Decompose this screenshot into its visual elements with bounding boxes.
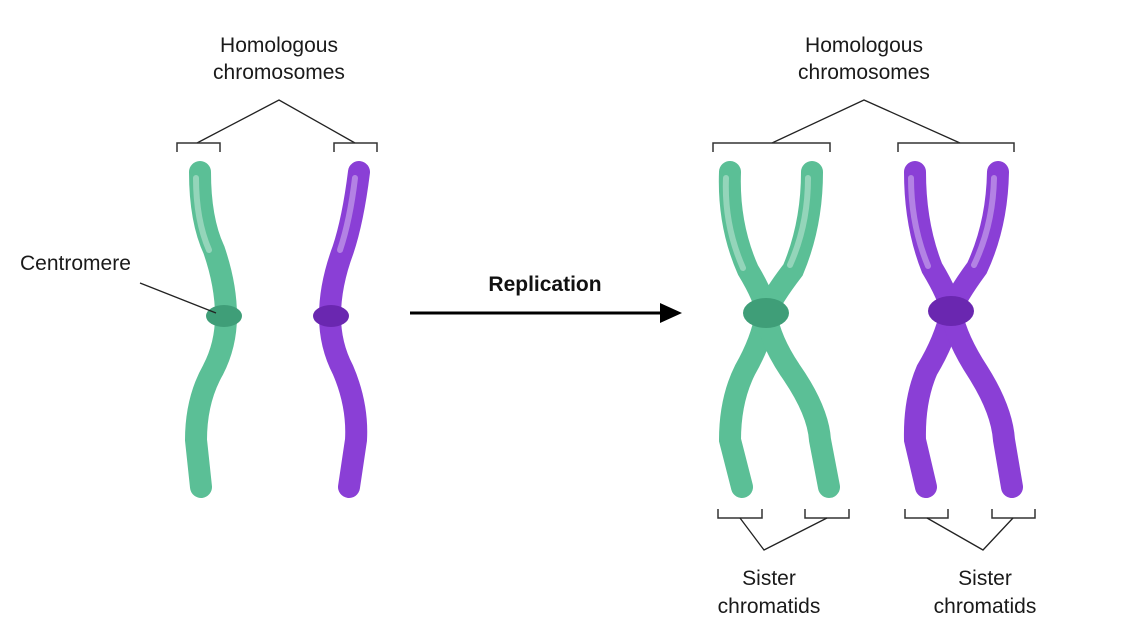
replication-arrow [410,303,682,323]
left-homologous-leader [176,99,378,152]
replicated-green-centromere [743,298,789,328]
purple-chromosome [313,161,370,498]
replicated-green-chromosome [718,161,840,498]
green-centromere [206,305,242,327]
right-homologous-label-line2: chromosomes [798,61,930,84]
centromere-label: Centromere [20,252,131,275]
replicated-purple-centromere [928,296,974,326]
purple-centromere [313,305,349,327]
right-homologous-leader [712,99,1015,152]
right-homologous-label-line1: Homologous [805,34,923,57]
sister-chromatids-left-bracket [717,509,850,551]
replicated-purple-chromosome [903,161,1023,498]
sister-chromatids-right-label-line2: chromatids [934,595,1037,618]
left-homologous-label-line2: chromosomes [213,61,345,84]
centromere-leader [139,282,217,314]
sister-chromatids-right-label-line1: Sister [958,567,1012,590]
replication-label: Replication [488,273,601,296]
sister-chromatids-left-label-line1: Sister [742,567,796,590]
green-chromosome [184,161,242,498]
sister-chromatids-left-label-line2: chromatids [718,595,821,618]
sister-chromatids-right-bracket [904,509,1036,551]
left-homologous-label-line1: Homologous [220,34,338,57]
